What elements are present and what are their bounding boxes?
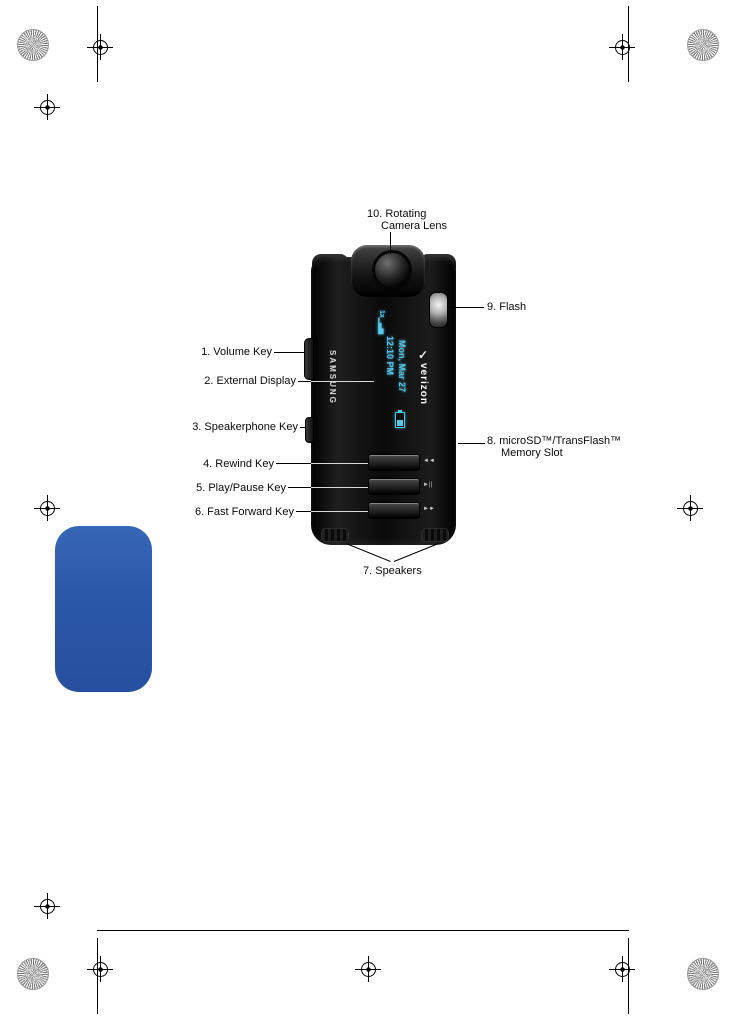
external-display-date: Mon, Mar 27: [397, 340, 407, 393]
chapter-tab-graphic: [55, 526, 152, 692]
external-display-time: 12:10 PM: [385, 336, 395, 376]
fast-forward-icon: ►►: [423, 506, 435, 512]
callout-play-pause-key: 5. Play/Pause Key: [196, 482, 286, 494]
callout-speakerphone-key: 3. Speakerphone Key: [192, 421, 298, 433]
registration-circle: [39, 500, 55, 516]
volume-key: [304, 338, 314, 380]
callout-line-display: [298, 381, 311, 382]
registration-mark-icon: [87, 34, 113, 60]
verizon-logo: ✓verizon: [416, 348, 430, 405]
signal-bars-icon: ▁▃▅: [378, 317, 385, 334]
registration-circle: [39, 99, 55, 115]
registration-mark-icon: [355, 956, 381, 982]
callout-line-speakers-right: [393, 543, 439, 562]
registration-mark-icon: [34, 94, 60, 120]
registration-mark-icon: [87, 956, 113, 982]
callout-line-fast-forward-inner: [311, 511, 368, 512]
registration-mark-icon: [609, 956, 635, 982]
camera-lens: [372, 250, 412, 290]
registration-mark-icon: [609, 34, 635, 60]
callout-line-play-pause: [288, 487, 311, 488]
registration-mark-icon: [34, 893, 60, 919]
registration-circle: [682, 500, 698, 516]
carrier-label: verizon: [418, 363, 429, 406]
flash-module: [429, 292, 448, 328]
registration-mark-icon: [34, 495, 60, 521]
starburst-mark-icon: [17, 958, 49, 990]
rewind-key: [368, 454, 420, 471]
fast-forward-key: [368, 502, 420, 519]
rewind-icon: ◄◄: [423, 458, 435, 464]
registration-mark-icon: [677, 495, 703, 521]
signal-label: 1x: [378, 310, 385, 318]
registration-circle: [360, 961, 376, 977]
crop-line: [97, 930, 629, 931]
callout-line-memory: [458, 443, 485, 444]
callout-line-speakerphone: [300, 427, 306, 428]
crop-line: [97, 938, 98, 1014]
callout-line-rewind: [276, 463, 311, 464]
callout-camera-line1: 10. Rotating: [367, 208, 427, 220]
crop-line: [628, 938, 629, 1014]
callout-line-speakers-left: [345, 543, 391, 562]
speakerphone-key: [305, 417, 314, 443]
starburst-mark-icon: [687, 958, 719, 990]
callout-line-display-inner: [311, 381, 374, 382]
starburst-mark-icon: [687, 29, 719, 61]
callout-line-volume: [274, 352, 304, 353]
callout-line-camera: [390, 232, 391, 254]
check-icon: ✓: [416, 348, 430, 363]
signal-icon: 1x▁▃▅: [377, 310, 385, 334]
speaker-left: [321, 528, 349, 542]
callout-camera-lens: 10. Rotating Camera Lens: [367, 208, 447, 232]
callout-rewind-key: 4. Rewind Key: [203, 458, 274, 470]
callout-line-rewind-inner: [311, 463, 368, 464]
callout-memory-line2: Memory Slot: [501, 447, 563, 459]
registration-circle: [92, 961, 108, 977]
crop-line: [628, 6, 629, 82]
samsung-logo: SAMSUNG: [328, 350, 337, 405]
crop-line: [97, 6, 98, 82]
callout-line-play-pause-inner: [311, 487, 368, 488]
callout-flash: 9. Flash: [487, 301, 527, 313]
callout-volume-key: 1. Volume Key: [201, 346, 272, 358]
registration-circle: [39, 898, 55, 914]
callout-camera-line2: Camera Lens: [381, 220, 448, 232]
callout-speakers: 7. Speakers: [363, 565, 422, 577]
starburst-mark-icon: [17, 29, 49, 61]
play-pause-icon: ►||: [423, 482, 433, 488]
callout-memory-slot: 8. microSD™/TransFlash™ Memory Slot: [487, 435, 621, 459]
callout-line-flash: [450, 307, 484, 308]
callout-fast-forward-key: 6. Fast Forward Key: [194, 506, 294, 518]
callout-external-display: 2. External Display: [204, 375, 296, 387]
callout-memory-line1: 8. microSD™/TransFlash™: [487, 435, 622, 447]
callout-line-fast-forward: [296, 511, 311, 512]
speaker-right: [421, 528, 449, 542]
registration-circle: [92, 39, 108, 55]
play-pause-key: [368, 478, 420, 495]
battery-icon: [395, 410, 405, 428]
